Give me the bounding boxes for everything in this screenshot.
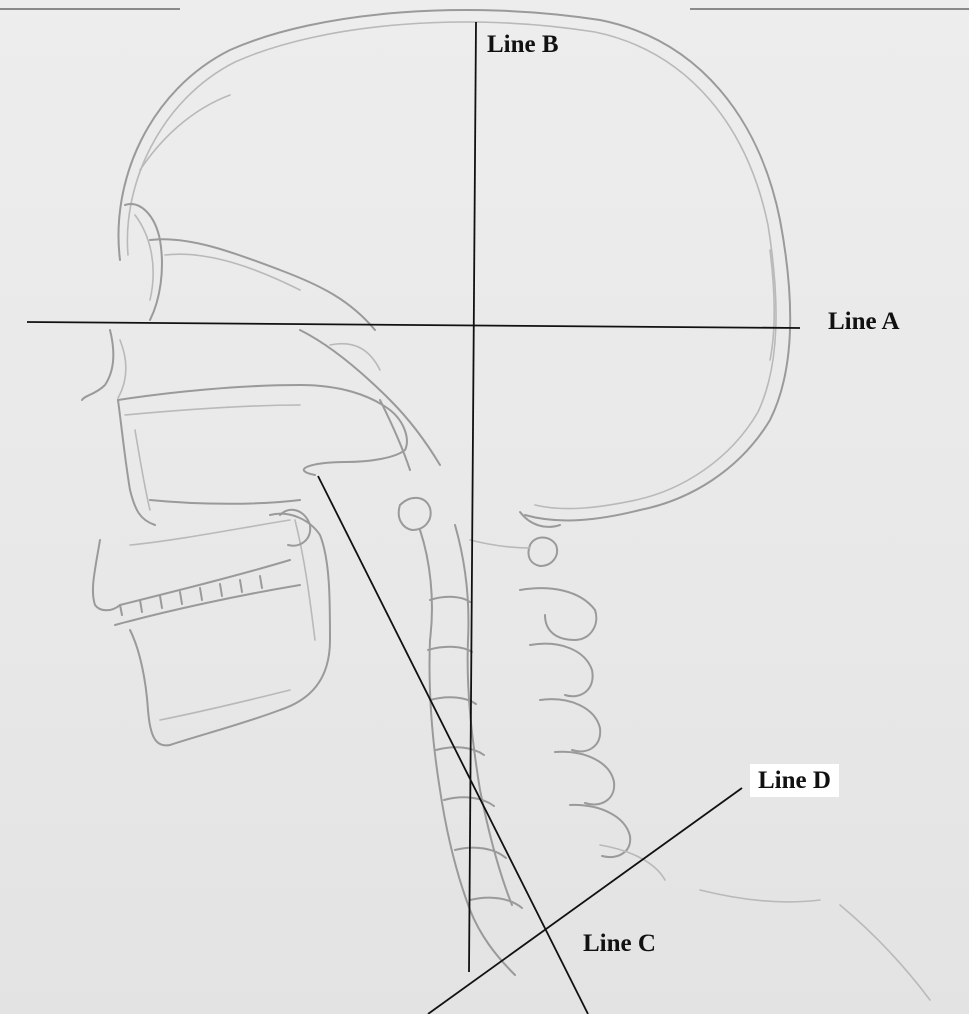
line-a-label: Line A: [828, 309, 900, 334]
line-c-label: Line C: [583, 931, 656, 956]
line-d: [428, 788, 742, 1014]
mandible-and-teeth: [93, 510, 330, 746]
line-c: [318, 476, 588, 1014]
line-b-label: Line B: [487, 32, 559, 57]
line-a: [27, 322, 800, 328]
line-b: [469, 22, 476, 972]
cervical-spine: [399, 498, 930, 1000]
orbit-and-face: [82, 204, 440, 525]
cranium-outline: [118, 10, 790, 527]
line-d-label: Line D: [750, 764, 839, 797]
